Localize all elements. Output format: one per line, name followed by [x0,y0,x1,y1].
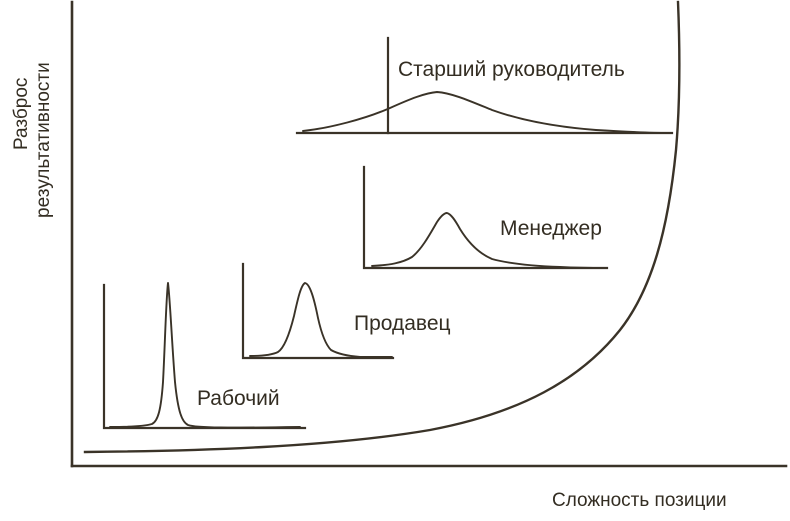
inset-worker-curve [109,282,301,429]
y-axis-title-line2: результативности [33,62,54,218]
main-axes [70,0,788,468]
x-axis-title: Сложность позиции [552,490,727,511]
inset-salesperson: Продавец [241,262,451,360]
inset-senior-executive-label: Старший руководитель [398,58,625,81]
inset-salesperson-curve [249,282,393,358]
inset-manager-axes [362,165,609,270]
inset-manager-label: Менеджер [500,217,602,240]
inset-worker: Рабочий [102,282,307,430]
exponential-variance-curve [83,0,681,454]
y-axis-title-line1: Разброс [11,78,32,150]
inset-senior-executive-curve [302,91,669,134]
inset-senior-executive: Старший руководитель [295,36,674,135]
inset-salesperson-label: Продавец [354,312,451,335]
y-axis-title: Разброс результативности [11,62,54,218]
variance-curve-path [83,0,681,454]
inset-manager-curve [371,212,607,269]
inset-worker-label: Рабочий [197,387,280,410]
inset-salesperson-axes [241,262,395,360]
inset-manager: Менеджер [362,165,609,270]
